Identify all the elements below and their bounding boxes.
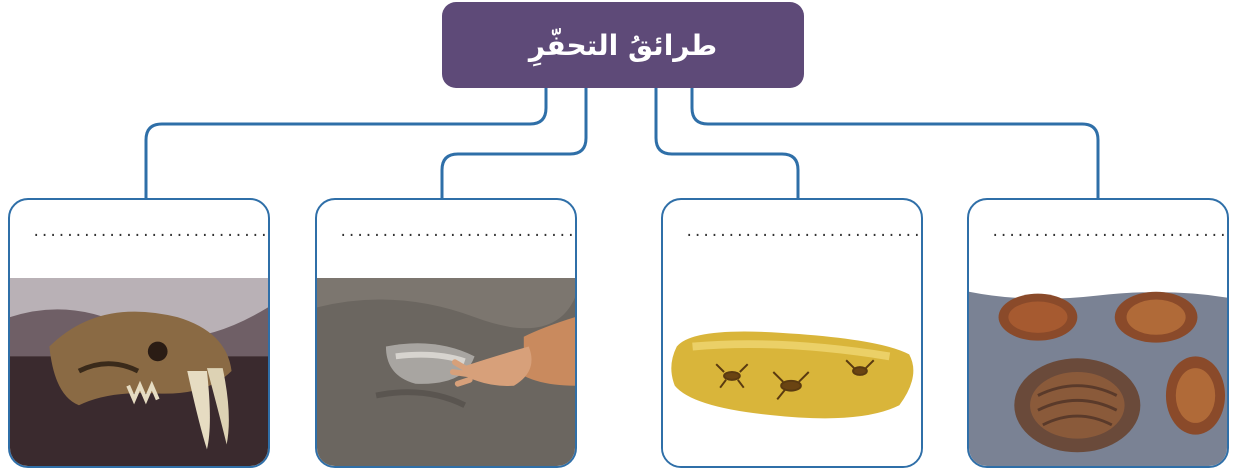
insects-in-amber-image xyxy=(663,278,921,466)
connector-to-card-2 xyxy=(442,88,586,198)
answer-blank-2[interactable]: ........................................ xyxy=(339,224,577,240)
diagram-title: طرائقُ التحفّرِ xyxy=(442,2,804,88)
fossil-card-3: ........................................ xyxy=(661,198,923,468)
connector-to-card-4 xyxy=(692,88,1098,198)
fossil-card-4: ........................................ xyxy=(967,198,1229,468)
connector-to-card-3 xyxy=(656,88,798,198)
connector-to-card-1 xyxy=(146,88,546,198)
answer-blank-3[interactable]: ........................................ xyxy=(685,224,923,240)
answer-blank-4[interactable]: ........................................ xyxy=(991,224,1229,240)
footprint-in-rock-image xyxy=(317,278,575,466)
saber-tooth-skull-image xyxy=(10,278,268,466)
trilobite-fossils-image xyxy=(969,278,1227,466)
fossil-card-2: ........................................ xyxy=(315,198,577,468)
answer-blank-1[interactable]: ........................................ xyxy=(32,224,270,240)
diagram-title-text: طرائقُ التحفّرِ xyxy=(529,29,717,62)
fossil-card-1: ........................................ xyxy=(8,198,270,468)
